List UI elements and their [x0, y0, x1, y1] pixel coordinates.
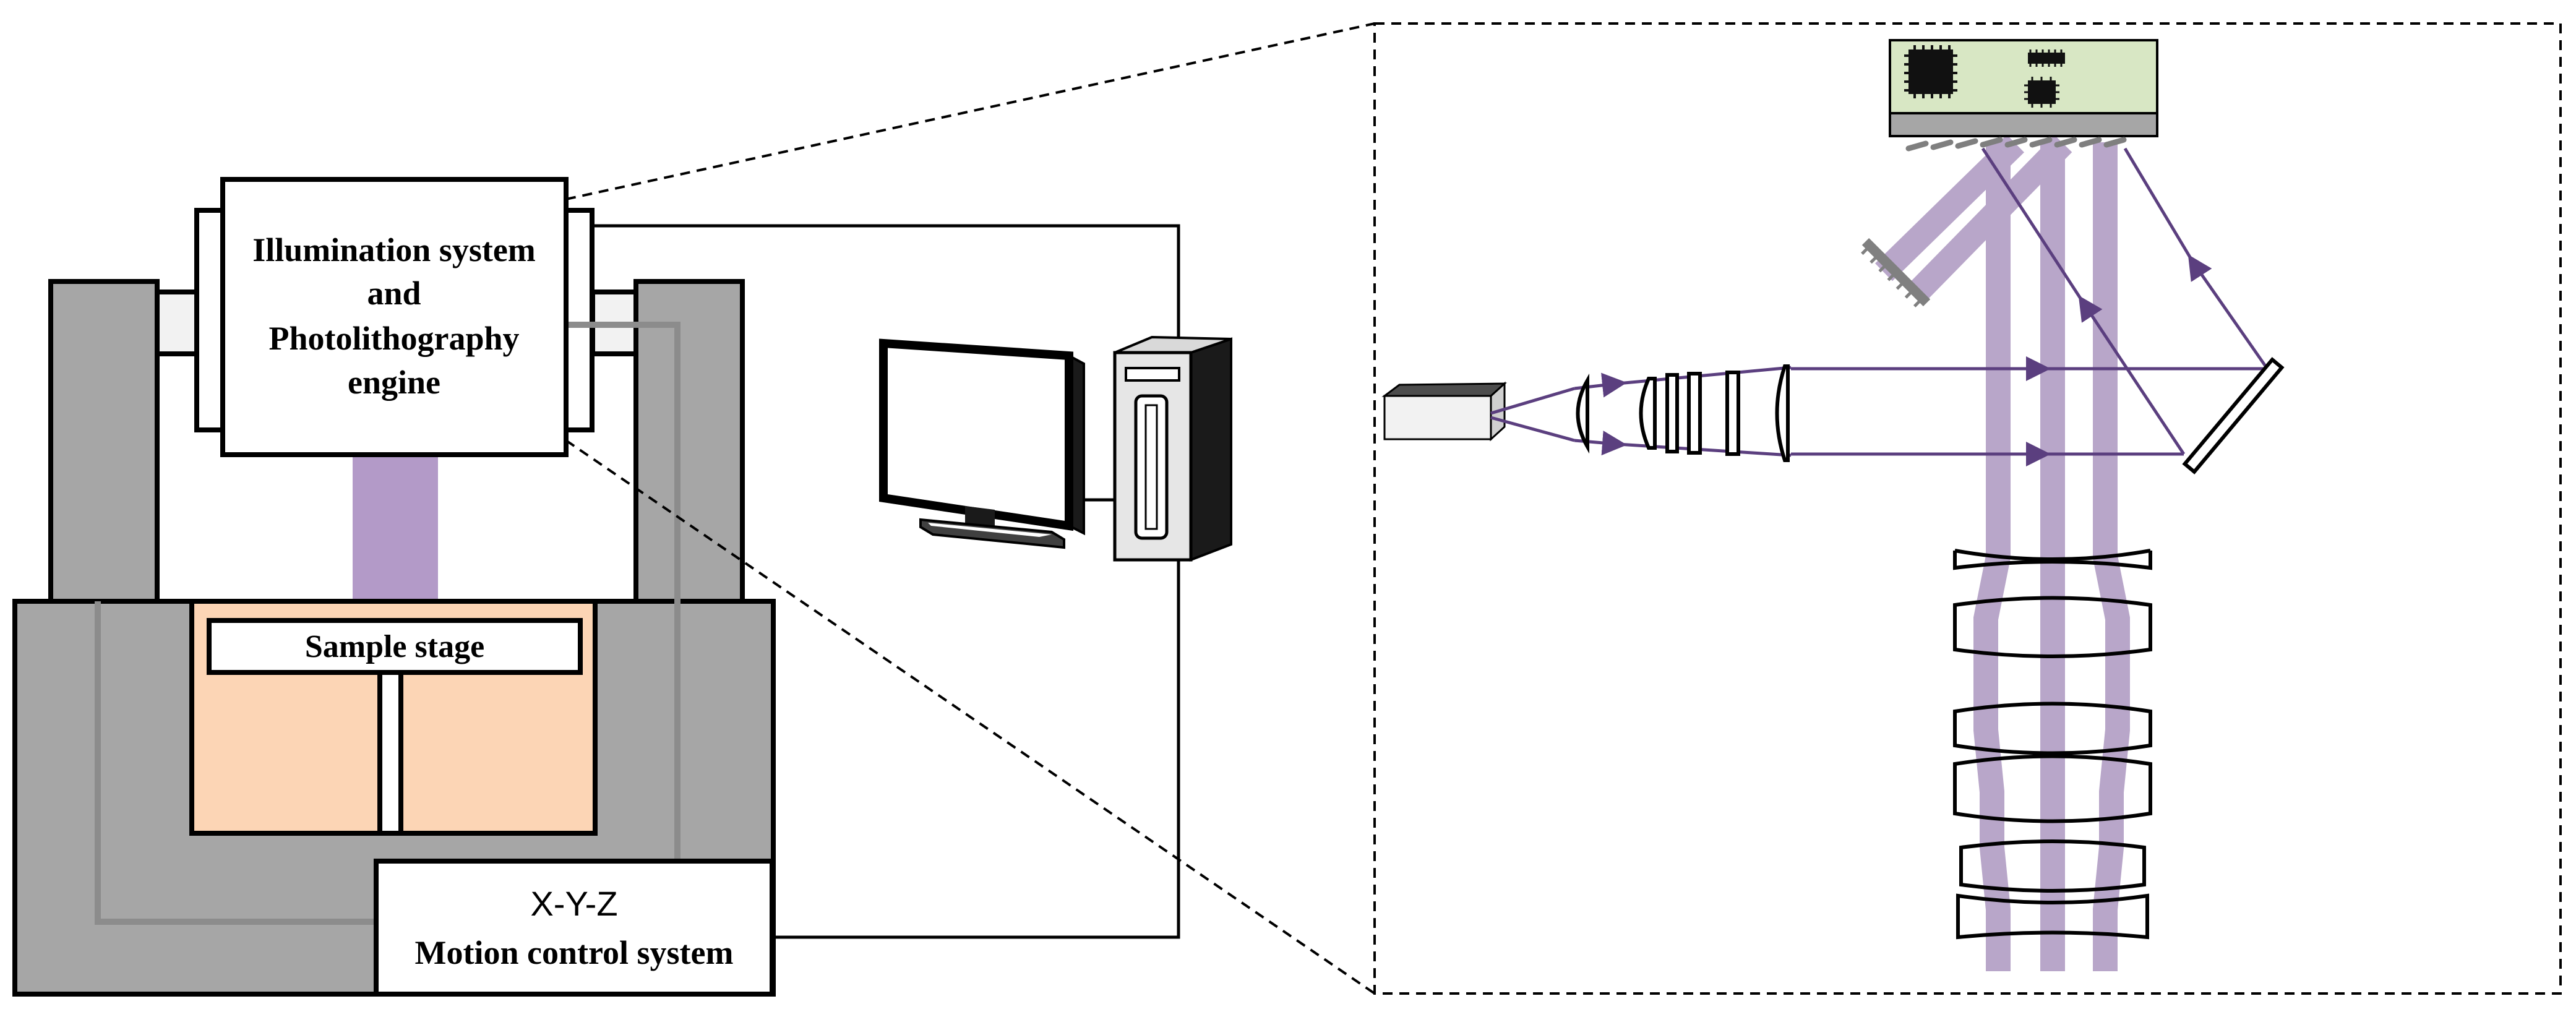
expander-lens-1: [1639, 377, 1657, 450]
monitor-neck: [965, 506, 995, 527]
expander-lens-4: [1725, 371, 1740, 456]
illumination-rays: [1490, 147, 2269, 466]
expand-ray-upper: [1574, 366, 1792, 398]
illumination-engine-box: [220, 177, 569, 457]
computer-monitor: [879, 338, 1085, 549]
motion-control-system: X-Y-Z Motion control system: [374, 859, 775, 997]
mirror-ray-lower: [1981, 147, 2186, 455]
right-cable: [543, 322, 680, 861]
illumination-label-line2: and: [367, 275, 421, 312]
dmd-base: [1889, 112, 2158, 137]
monitor-screen: [879, 338, 1073, 531]
optics-detail-frame: [1373, 22, 2562, 995]
source-ray-upper: [1490, 387, 1575, 415]
dmd-chip-icon-large: [1904, 45, 1957, 98]
reflected-beam-lower: [1908, 135, 2072, 301]
projection-lens-6: [1956, 893, 2149, 940]
source-ray-lower: [1490, 416, 1575, 442]
illumination-engine: Illumination system and Photolithography…: [220, 177, 569, 457]
right-flange: [564, 208, 595, 432]
illumination-label-line4: engine: [348, 364, 440, 401]
cables: [95, 322, 680, 925]
beam-expander-optics: [1576, 364, 1790, 462]
dmd-chip-icon-small: [2028, 49, 2065, 67]
sample-stage-plate: [207, 618, 583, 675]
beam-dump: [1861, 238, 1931, 307]
zoom-line-bottom: [565, 439, 1376, 995]
illumination-label-line1: Illumination system: [252, 231, 536, 268]
motion-control-box: [374, 859, 775, 997]
zoom-line-top: [565, 22, 1375, 200]
projection-lens-5: [1959, 839, 2146, 893]
beam-dump-absorber: [1861, 238, 1931, 307]
sample-stage-label: Sample stage: [305, 629, 484, 664]
expand-ray-lower: [1574, 431, 1792, 457]
mirror-ray-upper: [2123, 147, 2269, 370]
motion-label-line1: X-Y-Z: [530, 884, 617, 923]
light-source: [1381, 381, 1507, 442]
projection-lens-stack: [1953, 549, 2152, 940]
left-flange: [194, 208, 225, 432]
illumination-label-line3: Photolithography: [268, 320, 519, 357]
sample-stage-shaft: [377, 669, 403, 836]
expander-lens-2: [1665, 373, 1679, 453]
tower-slot-inner: [1144, 404, 1158, 530]
expander-lens-5: [1775, 364, 1790, 462]
light-source-body: [1383, 395, 1492, 440]
dmd-micromirrors: [1905, 137, 2127, 152]
dmd-chip-icon-medium: [2024, 77, 2059, 108]
fold-mirror: [2182, 357, 2285, 474]
sample-stage-assembly: Sample stage: [189, 599, 598, 836]
left-bracket: [155, 290, 202, 356]
motion-to-pc-wire: [772, 557, 1180, 939]
motion-label-line2: Motion control system: [415, 934, 734, 971]
engine-to-pc-wire: [592, 224, 1180, 337]
tower-drive-bay: [1125, 367, 1180, 382]
left-pillar: [48, 279, 160, 606]
expander-lens-3: [1687, 372, 1702, 455]
projection-lens-1: [1953, 549, 2152, 570]
projection-lens-2: [1953, 596, 2152, 658]
zoom-lines: [565, 22, 1376, 995]
monitor-stand-top: [928, 523, 1052, 537]
right-pillar: [633, 279, 745, 606]
illumination-beam: [353, 453, 438, 604]
light-source-top: [1381, 382, 1507, 397]
projection-lens-4: [1953, 754, 2152, 823]
collector-lens: [1576, 373, 1589, 454]
computer-tower: [1113, 335, 1232, 562]
dmd-board: [1889, 39, 2158, 152]
tower-side: [1190, 337, 1232, 562]
projection-lens-3: [1953, 702, 2152, 755]
left-cable: [95, 601, 379, 925]
